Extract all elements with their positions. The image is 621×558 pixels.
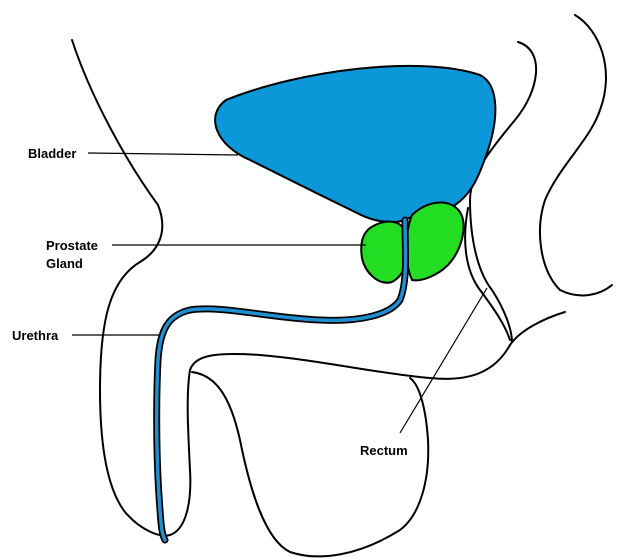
scrotum-outline xyxy=(192,372,428,556)
prostate-left-lobe xyxy=(361,222,408,283)
bladder-shape xyxy=(215,66,495,222)
perineum-outline xyxy=(510,312,565,345)
urethra-label: Urethra xyxy=(12,328,59,343)
rectum-leader xyxy=(400,288,487,433)
prostate-right-lobe xyxy=(406,203,463,281)
shaft-lower-outline xyxy=(170,345,510,535)
prostate-label-line1: Prostate xyxy=(46,238,98,253)
bladder-label: Bladder xyxy=(28,146,76,161)
buttock-outline xyxy=(540,15,612,295)
bladder-leader xyxy=(88,153,238,155)
prostate-label-line2: Gland xyxy=(46,256,83,271)
rectum-label: Rectum xyxy=(360,443,408,458)
